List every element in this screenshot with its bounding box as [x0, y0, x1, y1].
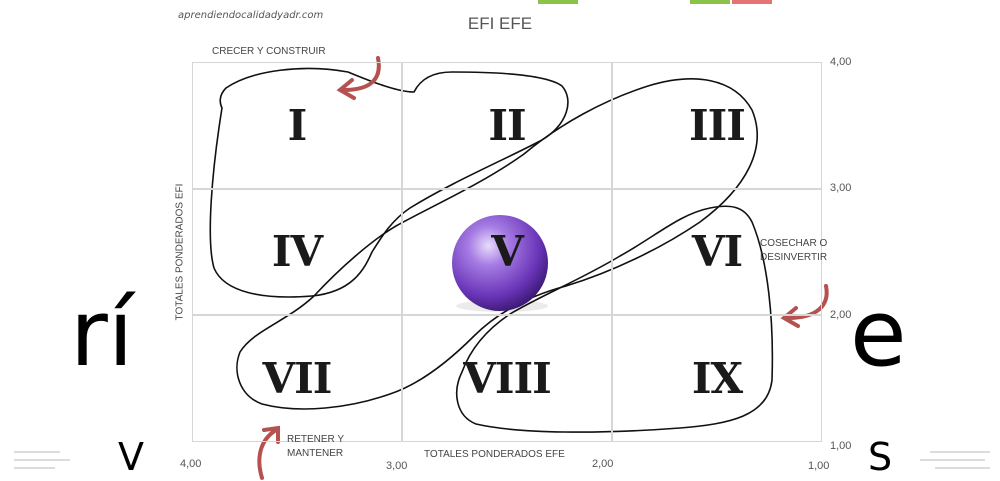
cell-label: I — [288, 101, 307, 150]
cell-4: IV — [192, 189, 402, 316]
strategy-grow-label: CRECER Y CONSTRUIR — [212, 45, 326, 59]
y-tick: 4,00 — [830, 56, 851, 68]
top-strip-green-2 — [690, 0, 730, 4]
top-strip-green — [538, 0, 578, 4]
strategy-harvest-line1: COSECHAR O — [760, 237, 827, 251]
watermark-letters-bottom-left: V — [118, 435, 150, 479]
strategy-harvest-line2: DESINVERTIR — [760, 251, 827, 265]
strategy-harvest-label: COSECHAR O DESINVERTIR — [760, 237, 827, 265]
top-strip-red — [732, 0, 772, 4]
cell-2: II — [402, 62, 612, 189]
cell-9: IX — [612, 315, 822, 442]
watermark-letter-right: e — [850, 280, 907, 387]
watermark-wind-icon-left — [14, 452, 70, 468]
strategy-retain-line2: MANTENER — [287, 447, 344, 461]
x-tick: 4,00 — [180, 458, 201, 470]
y-tick: 1,00 — [830, 440, 851, 452]
cell-label: III — [689, 101, 745, 150]
strategy-retain-label: RETENER Y MANTENER — [287, 433, 344, 461]
cell-7: VII — [192, 315, 402, 442]
chart-title: EFI EFE — [0, 14, 1000, 34]
watermark-letters-bottom-right: S — [868, 435, 898, 479]
cell-label: VI — [692, 227, 742, 276]
strategy-retain-line1: RETENER Y — [287, 433, 344, 447]
watermark-wind-icon-right — [920, 452, 990, 468]
cell-label: VIII — [463, 354, 551, 403]
x-tick: 1,00 — [808, 460, 829, 472]
cell-label: IX — [692, 354, 742, 403]
cell-8: VIII — [402, 315, 612, 442]
y-tick: 2,00 — [830, 309, 851, 321]
cell-label: VII — [263, 354, 332, 403]
cell-5: V — [402, 189, 612, 316]
x-tick: 2,00 — [592, 458, 613, 470]
x-tick: 3,00 — [386, 460, 407, 472]
cell-label: V — [491, 227, 523, 276]
cell-label: IV — [272, 227, 322, 276]
y-tick: 3,00 — [830, 182, 851, 194]
matrix-grid: I II III IV V VI VII VIII IX — [192, 62, 822, 442]
cell-label: II — [488, 101, 525, 150]
watermark-letters-left: rí — [70, 280, 136, 387]
x-axis-label: TOTALES PONDERADOS EFE — [424, 448, 565, 462]
cell-3: III — [612, 62, 822, 189]
cell-1: I — [192, 62, 402, 189]
